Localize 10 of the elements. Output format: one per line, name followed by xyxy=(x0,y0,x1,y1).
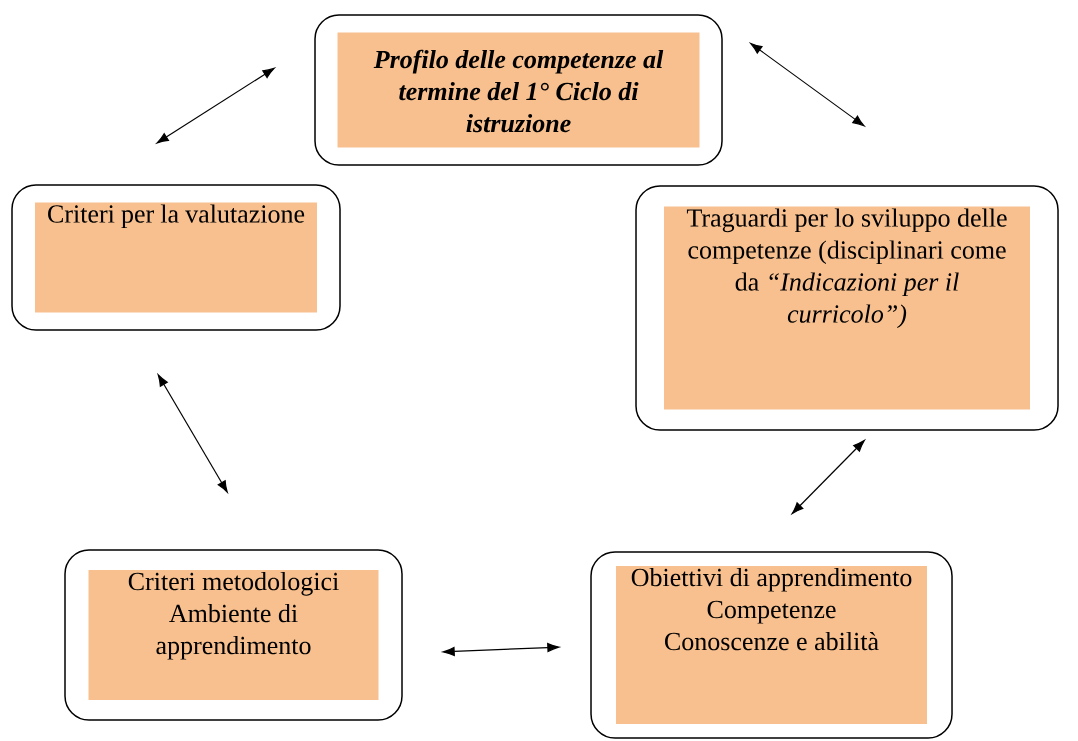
double-arrow xyxy=(157,374,228,493)
process-box: Criteri per la valutazione xyxy=(11,184,341,331)
double-arrow xyxy=(791,440,865,514)
double-arrow xyxy=(750,42,865,127)
process-box: Profilo delle competenze al termine del 1° Ciclo di istruzione xyxy=(314,14,723,166)
process-box: Obiettivi di apprendimento Competenze Conoscenze e abilità xyxy=(590,551,953,739)
double-arrow xyxy=(156,67,275,144)
process-box: Traguardi per lo sviluppo delle competenze (disciplinari come da “Indicazioni per il curricolo”) xyxy=(635,185,1059,431)
process-box: Criteri metodologici Ambiente di apprendimento xyxy=(64,549,403,721)
double-arrow xyxy=(442,643,560,657)
